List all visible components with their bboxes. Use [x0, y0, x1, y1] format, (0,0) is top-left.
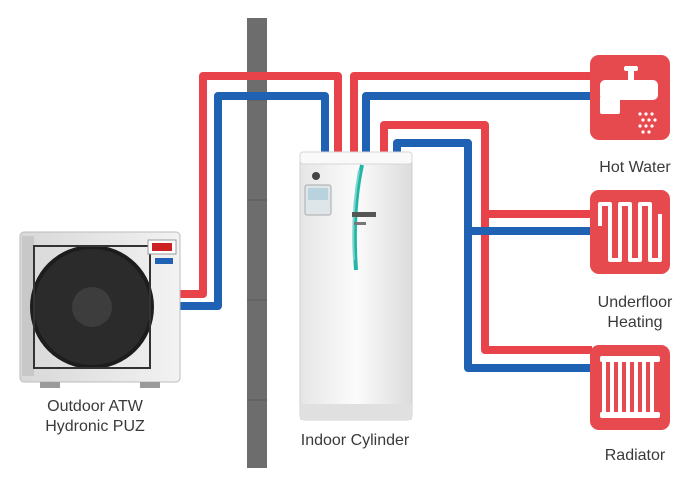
heating-pipes	[380, 121, 592, 372]
underfloor-coil-icon	[590, 190, 670, 274]
outdoor-unit-label-line2: Hydronic PUZ	[45, 418, 145, 435]
indoor-cylinder-label: Indoor Cylinder	[300, 432, 410, 449]
underfloor-label-line2: Heating	[607, 314, 663, 331]
outdoor-return-pipe	[174, 92, 329, 310]
outdoor-pipes	[174, 72, 342, 310]
wall	[247, 18, 267, 468]
hot-water-label: Hot Water	[599, 159, 671, 176]
underfloor-heating-label: Underfloor Heating	[565, 293, 700, 333]
underfloor-label-line1: Underfloor	[597, 294, 673, 311]
tap-icon	[590, 55, 670, 140]
outdoor-flow-pipe	[174, 72, 342, 298]
outdoor-unit-label: Outdoor ATW Hydronic PUZ	[10, 397, 180, 437]
heating-flow-pipe	[380, 121, 592, 354]
radiator-label: Radiator	[604, 447, 666, 464]
indoor-cylinder-icon	[299, 151, 413, 421]
heating-return-pipe	[393, 139, 592, 372]
outdoor-unit-label-line1: Outdoor ATW	[47, 398, 143, 415]
radiator-icon	[590, 345, 670, 430]
outdoor-unit-icon	[19, 231, 181, 388]
